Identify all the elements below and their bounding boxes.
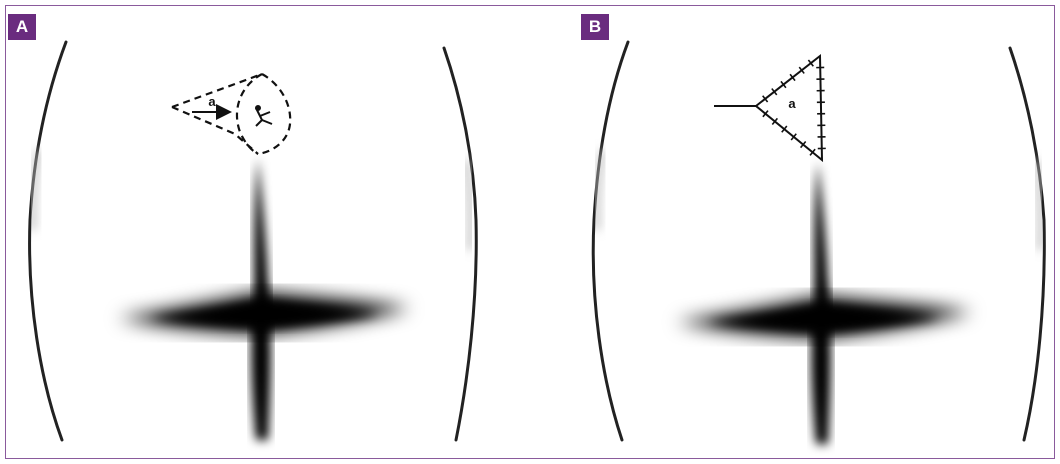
defect-mark-a (256, 106, 272, 126)
flap-outline-a (172, 74, 290, 154)
panel-b: a (593, 42, 1044, 444)
flap-region-label-a: a (208, 94, 216, 109)
panel-a: a (30, 42, 477, 440)
flap-region-label-b: a (788, 96, 796, 111)
cleft-shadow-a (118, 158, 410, 440)
cleft-shadow-b (676, 162, 972, 444)
sutured-flap-b (714, 56, 822, 160)
left-body-contour-b (593, 42, 628, 440)
left-body-contour-a (30, 42, 66, 440)
